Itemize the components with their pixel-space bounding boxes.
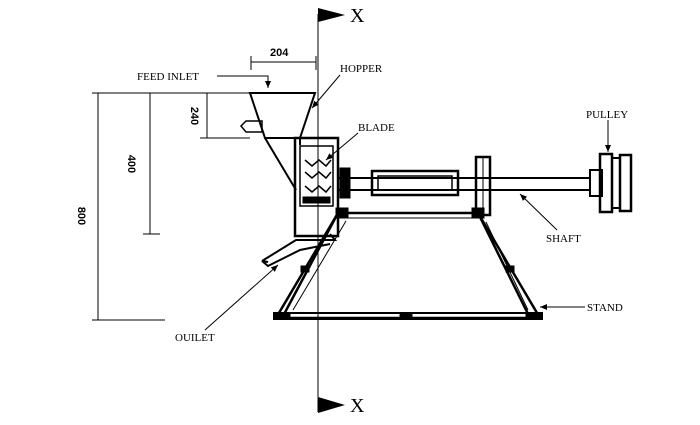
section-axis: X X: [317, 5, 365, 417]
hopper: [239, 92, 317, 191]
stand: [273, 207, 543, 320]
label-pulley: PULLEY: [586, 109, 628, 121]
label-outlet: OUILET: [175, 332, 215, 344]
label-stand: STAND: [587, 302, 623, 314]
axis-label-bottom: X: [350, 395, 365, 417]
axis-arrow-bottom: [318, 397, 345, 413]
dimension-width: 204: [270, 47, 289, 59]
dimension-body-height: 400: [125, 155, 137, 173]
label-hopper: HOPPER: [340, 63, 383, 75]
axis-label-top: X: [350, 5, 365, 27]
axis-arrow-top: [318, 8, 345, 22]
dimension-total-height: 800: [75, 207, 87, 225]
label-blade: BLADE: [358, 122, 395, 134]
shaft-assembly: [338, 155, 590, 217]
crushing-chamber: [293, 136, 340, 238]
pulley: [589, 152, 633, 214]
dimension-hopper-height: 240: [188, 107, 200, 125]
dimension-lines: [92, 56, 317, 321]
label-feed-inlet: FEED INLET: [137, 71, 199, 83]
label-shaft: SHAFT: [546, 233, 581, 245]
outlet-chute: [261, 233, 338, 268]
leader-lines: [204, 74, 611, 331]
